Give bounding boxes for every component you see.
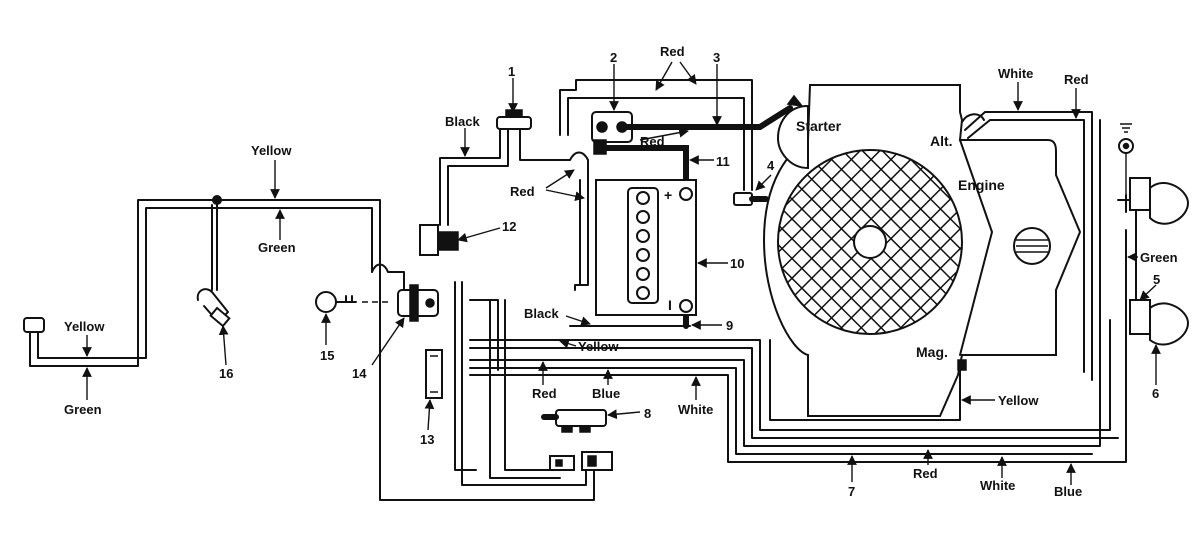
label-black-lower: Black (524, 306, 559, 321)
label-red-mid: Red (510, 184, 535, 199)
callout-7: 7 (848, 484, 855, 499)
label-black-top: Black (445, 114, 480, 129)
component-4-connector (733, 192, 769, 206)
component-labels: Starter Alt. Engine Mag. (796, 118, 1005, 360)
label-red-lower: Red (532, 386, 557, 401)
label-green-right: Green (1140, 250, 1178, 265)
label-blue-lower: Blue (592, 386, 620, 401)
label-red-bottom: Red (913, 466, 938, 481)
callout-16: 16 (219, 366, 233, 381)
battery-positive-label: + (664, 187, 672, 203)
label-green-top: Green (258, 240, 296, 255)
left-plug (23, 317, 45, 333)
callout-6: 6 (1152, 386, 1159, 401)
wire-harness-left (29, 195, 595, 501)
callout-14: 14 (352, 366, 367, 381)
engine-block (762, 84, 1082, 417)
component-10-battery: + I (595, 179, 697, 316)
callout-1: 1 (508, 64, 515, 79)
label-alt: Alt. (930, 133, 953, 149)
label-white-top: White (998, 66, 1033, 81)
callout-8: 8 (644, 406, 651, 421)
label-red-right: Red (1064, 72, 1089, 87)
headlights (1118, 123, 1190, 346)
callout-numbers: 1 2 3 4 5 6 7 8 9 10 11 12 13 14 15 16 (219, 50, 1160, 499)
wire-labels: Yellow Green Yellow Green Black Red Red … (64, 44, 1178, 499)
component-15-key (315, 291, 390, 313)
leader-arrows (82, 61, 1161, 485)
callout-10: 10 (730, 256, 744, 271)
callout-4: 4 (767, 158, 775, 173)
callout-3: 3 (713, 50, 720, 65)
component-1-breaker (496, 109, 532, 130)
label-white-lower: White (678, 402, 713, 417)
label-yellow-lower: Yellow (578, 339, 619, 354)
label-mag: Mag. (916, 344, 948, 360)
label-engine: Engine (958, 177, 1005, 193)
callout-9: 9 (726, 318, 733, 333)
component-12-switch (419, 224, 459, 256)
label-white-bottom: White (980, 478, 1015, 493)
label-yellow-top: Yellow (251, 143, 292, 158)
component-16-switch (196, 288, 231, 328)
label-red-top: Red (660, 44, 685, 59)
component-8-module (541, 409, 607, 433)
callout-5: 5 (1153, 272, 1160, 287)
bottom-connectors (549, 451, 613, 471)
battery-negative-label: I (668, 297, 672, 313)
callout-13: 13 (420, 432, 434, 447)
callout-12: 12 (502, 219, 516, 234)
label-red-battery: Red (640, 134, 665, 149)
label-yellow-left: Yellow (64, 319, 105, 334)
callout-11: 11 (716, 154, 730, 169)
component-14-ignition-switch (397, 284, 439, 322)
callout-2: 2 (610, 50, 617, 65)
label-yellow-engine: Yellow (998, 393, 1039, 408)
callout-15: 15 (320, 348, 334, 363)
label-starter: Starter (796, 118, 842, 134)
label-blue-bottom: Blue (1054, 484, 1082, 499)
label-green-left: Green (64, 402, 102, 417)
component-13-switch (425, 349, 443, 399)
